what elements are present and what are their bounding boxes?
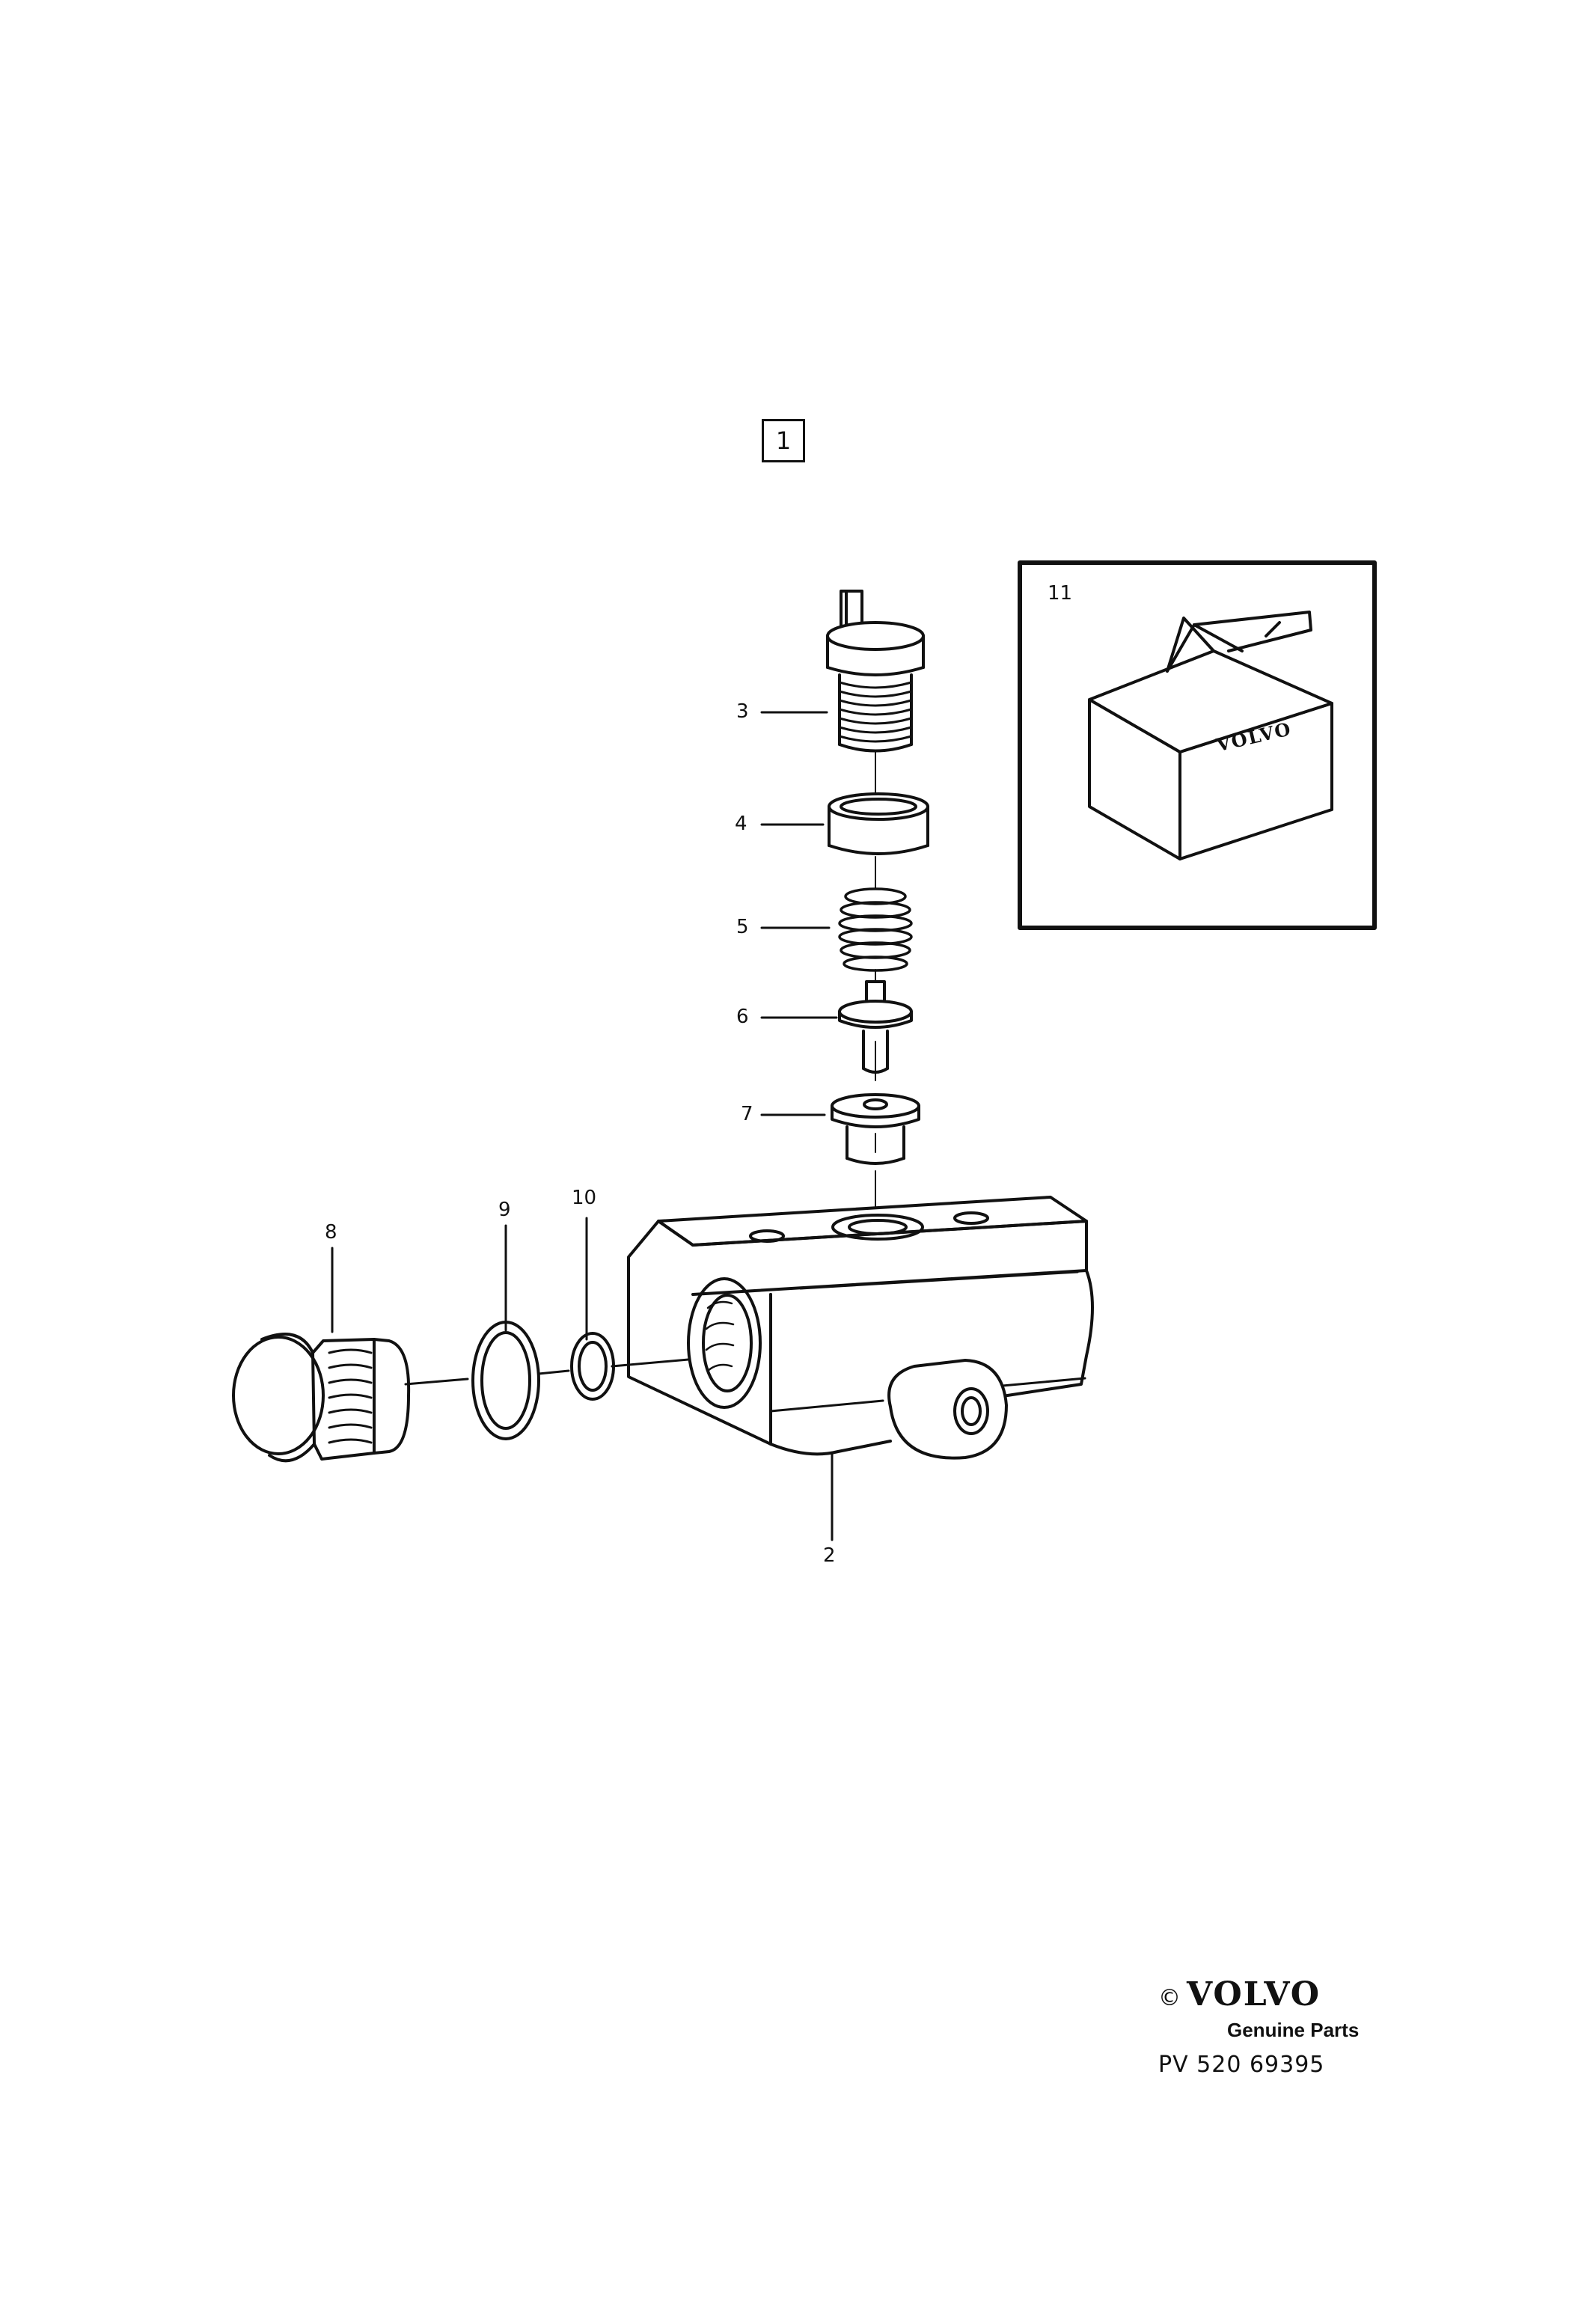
part-10-o-ring xyxy=(570,1332,615,1401)
horizontal-axis xyxy=(404,1358,690,1386)
callout-6: 6 xyxy=(736,1006,749,1028)
callout-9: 9 xyxy=(498,1199,511,1221)
callout-7: 7 xyxy=(741,1103,753,1125)
callout-5: 5 xyxy=(736,916,749,938)
part-4-sleeve xyxy=(828,792,929,855)
genuine-parts-tagline: Genuine Parts xyxy=(1227,2019,1360,2041)
document-code: PV 520 69395 xyxy=(1158,2052,1325,2078)
part-6-valve-pin xyxy=(838,980,913,1074)
inset-11-kit xyxy=(1018,560,1377,930)
part-9-o-ring xyxy=(471,1321,540,1440)
callout-3: 3 xyxy=(736,700,749,723)
leader-lines xyxy=(331,711,838,1541)
callout-8: 8 xyxy=(325,1221,337,1244)
copyright-symbol: © xyxy=(1158,1985,1181,2011)
inset-number-label: 11 xyxy=(1048,582,1073,605)
callout-10: 10 xyxy=(572,1187,597,1209)
callout-2: 2 xyxy=(823,1544,836,1567)
part-8-plug xyxy=(232,1333,411,1463)
group-number-box: 1 xyxy=(762,419,805,462)
part-3-threaded-screw xyxy=(826,590,925,753)
volvo-logo: VOLVO xyxy=(1187,1975,1321,2013)
part-5-spring xyxy=(838,887,913,972)
callout-4: 4 xyxy=(735,813,747,835)
part-7-valve-seat xyxy=(831,1093,920,1165)
part-2-valve-housing xyxy=(627,1196,1094,1460)
